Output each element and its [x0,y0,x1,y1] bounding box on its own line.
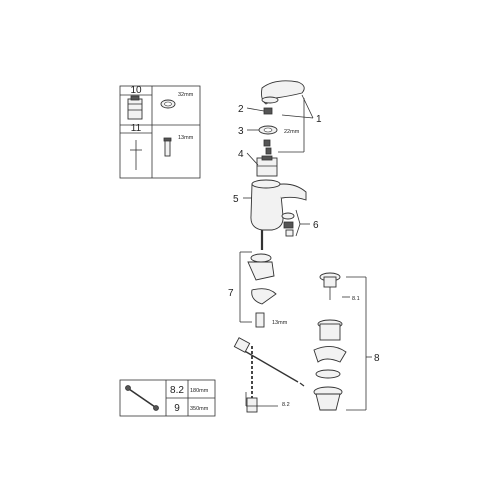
callout-8: 8 [374,353,380,364]
screw-cap [263,107,273,115]
size-22mm: 22mm [284,129,300,135]
waste-ring [315,369,341,379]
pull-rod-icon [130,140,142,170]
waste-body [313,386,343,411]
screw-icon [163,137,172,157]
lever-handle [261,80,305,105]
fixing-nut [255,312,265,328]
nut [258,125,278,135]
aerator [281,212,295,237]
inset-box-parts-10-11: 10 11 32mm 13mm [119,85,201,179]
fixing-bracket [247,261,275,281]
waste-flange [317,319,343,341]
fixing-washer [250,253,272,263]
part-number-10: 10 [130,85,142,96]
part-number-9: 9 [174,403,180,414]
callout-2: 2 [238,104,244,115]
nut-ring-icon [160,99,176,109]
waste-plug [319,272,341,300]
cartridge-icon [127,95,143,120]
part-number-8-2-box: 8.2 [170,385,184,396]
connection-hose [246,346,258,413]
size-13mm-box: 13mm [178,135,194,141]
leader-1b [281,114,314,119]
tap-body [250,179,307,231]
pop-up-rod [233,337,305,387]
callout-8-2: 8.2 [282,402,290,408]
callout-1: 1 [316,114,322,125]
small-spring [265,147,272,155]
size-13mm-rod: 13mm [272,320,288,326]
callout-3: 3 [238,126,244,137]
callout-6: 6 [313,220,319,231]
size-350mm: 350mm [190,406,209,412]
size-32mm: 32mm [178,92,194,98]
small-screw [263,139,271,147]
callout-7: 7 [228,288,234,299]
size-180mm: 180mm [190,388,209,394]
callout-4: 4 [238,149,244,160]
waste-gasket [313,346,347,363]
hose-icon [125,385,159,411]
callout-8-1: 8.1 [352,296,360,302]
cartridge [256,155,278,177]
inset-box-parts-82-9: 8.2 9 180mm 350mm [119,379,216,417]
fixing-plate [251,288,277,305]
part-number-11: 11 [131,123,142,134]
callout-5: 5 [233,194,239,205]
